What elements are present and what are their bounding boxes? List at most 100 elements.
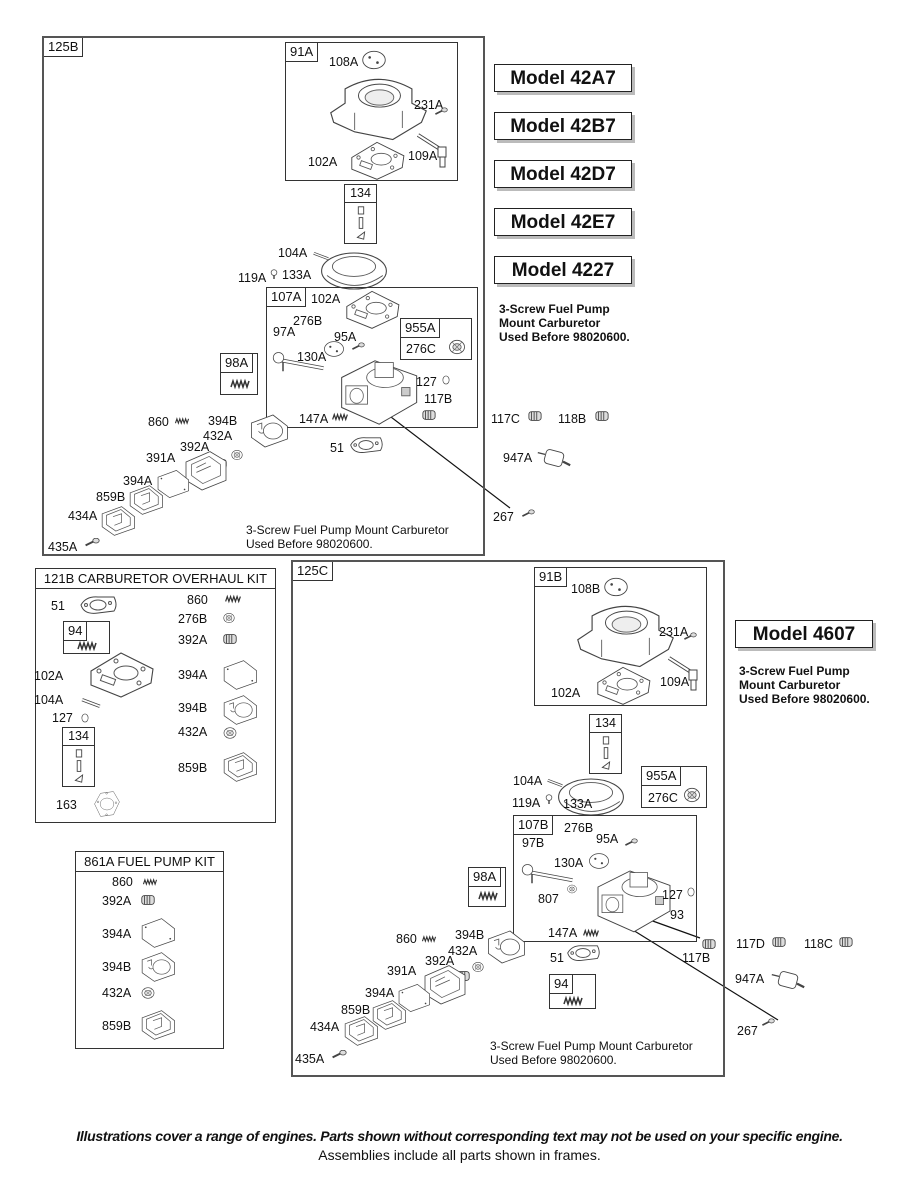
note-line-2: Mount Carburetor: [739, 678, 841, 692]
label-391a: 391A: [146, 451, 176, 465]
kit-121b-sub-94-tag: 94: [64, 622, 88, 641]
subassembly-955a-tag: 955A: [401, 319, 441, 338]
label-394b: 394B: [208, 414, 238, 428]
subassembly-91b-tag: 91B: [535, 568, 568, 587]
needle-valve-icon: [72, 748, 86, 784]
diaphragm-394a-icon: [140, 916, 176, 950]
subassembly-98a-tag: 98A: [221, 354, 254, 373]
footer: Illustrations cover a range of engines. …: [0, 1128, 919, 1163]
spring-860-icon: [224, 594, 242, 604]
gasket-102a-icon: [341, 139, 413, 181]
kit-861a-item-859b: 859B: [102, 1019, 132, 1033]
kit-861a-frame: 861A FUEL PUMP KIT 860 392A 394A 394B 43…: [75, 851, 224, 1049]
label-95a: 95A: [334, 330, 357, 344]
label-231a: 231A: [659, 625, 689, 639]
label-117d: 117D: [736, 937, 765, 951]
subassembly-91b-frame: 91B 108B 231A 109A 102A: [534, 567, 707, 706]
gasket-102a-icon: [80, 649, 162, 699]
screw-119a-icon: [269, 268, 279, 280]
label-147a: 147A: [548, 926, 578, 940]
gasket-51-icon: [78, 593, 118, 617]
subassembly-98a-tag: 98A: [469, 868, 502, 887]
valve-276c-icon: [682, 785, 702, 805]
cover-394b-icon: [486, 926, 526, 968]
screw-435a-icon: [331, 1050, 347, 1060]
cover-434a-icon: [100, 504, 136, 538]
kit-861a-item-860: 860: [112, 875, 133, 889]
seal-432a-icon: [230, 446, 244, 464]
kit-121b-item-394a: 394A: [178, 668, 208, 682]
label-97a: 97A: [273, 325, 296, 339]
label-109a: 109A: [660, 675, 690, 689]
footer-disclaimer: Illustrations cover a range of engines. …: [76, 1128, 843, 1144]
label-118c: 118C: [804, 937, 833, 951]
subassembly-91a-frame: 91A 108A 231A 109A 102A: [285, 42, 458, 181]
label-117c: 117C: [491, 412, 520, 426]
label-108a: 108A: [329, 55, 359, 69]
gasket-51-icon: [565, 942, 601, 964]
spring-860-icon: [421, 934, 437, 944]
cover-394b-icon: [140, 950, 176, 984]
subassembly-134-tag: 134: [590, 715, 621, 733]
seal-432a-icon: [222, 725, 238, 741]
washer-276b-icon: [222, 610, 236, 626]
label-432a: 432A: [448, 944, 478, 958]
label-102a: 102A: [551, 686, 581, 700]
spring-392a-icon: [222, 631, 238, 647]
label-133a: 133A: [563, 797, 593, 811]
jet-118b-icon: [594, 409, 610, 423]
label-133a: 133A: [282, 268, 312, 282]
subassembly-98a-frame: 98A: [468, 867, 506, 907]
assembly-125c-frame: 125C 91B 108B 231A 109A 102A 134 104A 11…: [291, 560, 725, 1077]
kit-121b-item-127: 127: [52, 711, 73, 725]
subassembly-955a-frame: 955A 276C: [400, 318, 472, 360]
label-104a: 104A: [513, 774, 543, 788]
subassembly-91a-tag: 91A: [286, 43, 319, 62]
label-392a: 392A: [425, 954, 455, 968]
spring-147a-icon: [582, 928, 600, 938]
screw-231a-icon: [683, 632, 697, 642]
kit-861a-item-394a: 394A: [102, 927, 132, 941]
subassembly-134-frame: 134: [344, 184, 377, 244]
label-127: 127: [416, 375, 437, 389]
spring-860-icon: [142, 877, 158, 887]
label-807: 807: [538, 892, 559, 906]
kit-121b-sub-134-frame: 134: [62, 727, 95, 787]
label-434a: 434A: [68, 509, 98, 523]
solenoid-947a-icon: [536, 446, 572, 470]
label-117b: 117B: [424, 392, 453, 406]
label-860: 860: [396, 932, 417, 946]
label-95a: 95A: [596, 832, 619, 846]
assembly-125b-tag: 125B: [44, 38, 84, 57]
label-117b: 117B: [682, 951, 711, 965]
kit-861a-title: 861A FUEL PUMP KIT: [76, 852, 223, 872]
gasket-102a-lower-icon: [337, 288, 407, 330]
label-118b: 118B: [558, 412, 587, 426]
gasket-859b-icon: [222, 751, 258, 783]
subassembly-134-tag: 134: [345, 185, 376, 203]
kit-121b-title: 121B CARBURETOR OVERHAUL KIT: [36, 569, 275, 589]
washer-807-icon: [566, 882, 578, 896]
spring-860-icon: [174, 416, 190, 426]
model-badge-4227: Model 4227: [494, 256, 632, 284]
label-97b: 97B: [522, 836, 545, 850]
jet-117d-icon: [771, 935, 787, 949]
label-119a: 119A: [238, 271, 267, 285]
label-104a: 104A: [278, 246, 308, 260]
gasket-163-icon: [86, 789, 128, 819]
model-badge-4607: Model 4607: [735, 620, 873, 648]
choke-shaft-109a-icon: [665, 654, 705, 694]
label-860: 860: [148, 415, 169, 429]
kit-121b-item-392a: 392A: [178, 633, 208, 647]
subassembly-94-frame: 94: [549, 974, 596, 1009]
assembly-125b-note: 3-Screw Fuel Pump Mount Carburetor Used …: [246, 523, 449, 551]
subassembly-107b-frame: 107B 276B 95A 97B 130A 807 127 93 147A: [513, 815, 697, 942]
jet-118c-icon: [838, 935, 854, 949]
label-267-top: 267: [493, 510, 514, 524]
note-line-3: Used Before 98020600.: [739, 692, 870, 706]
ring-127-icon: [80, 711, 90, 725]
kit-861a-item-394b: 394B: [102, 960, 132, 974]
note-line-1: 3-Screw Fuel Pump Mount Carburetor: [490, 1039, 693, 1053]
jet-117b-icon: [421, 408, 437, 422]
subassembly-107b-tag: 107B: [514, 816, 554, 835]
